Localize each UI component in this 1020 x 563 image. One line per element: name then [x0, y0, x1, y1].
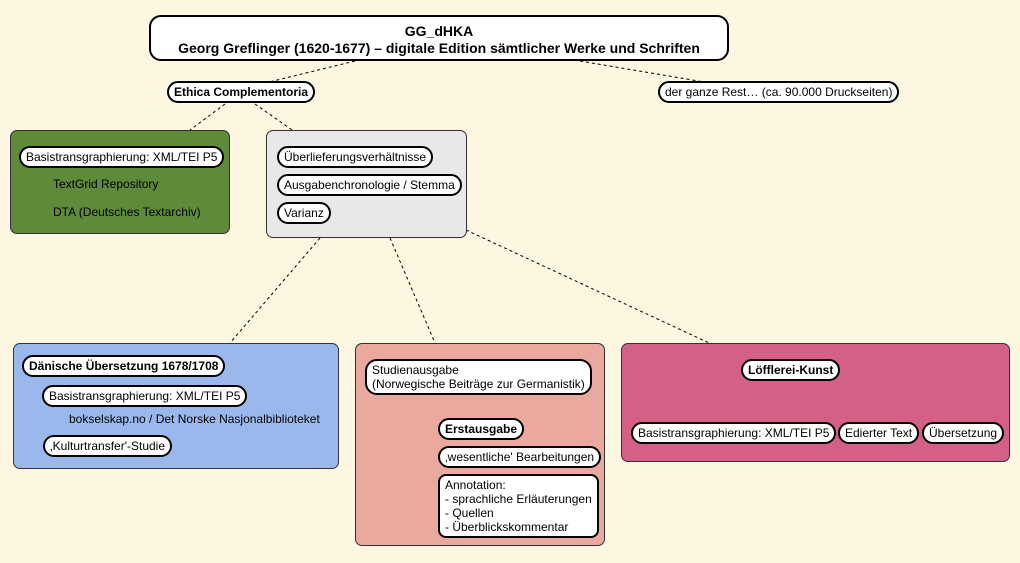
dta-label: DTA (Deutsches Textarchiv) — [53, 205, 201, 219]
daenische-uebersetzung-node: Dänische Übersetzung 1678/1708 — [22, 355, 226, 377]
edge-grey-blue — [229, 237, 321, 344]
edge-grey-pink — [465, 229, 736, 356]
green-basis-node: Basistransgraphierung: XML/TEI P5 — [19, 146, 225, 168]
edge-ethica-green — [189, 103, 226, 131]
uebersetzung-node: Übersetzung — [922, 422, 1005, 444]
bearbeitungen-node: ‚wesentliche' Bearbeitungen — [438, 446, 602, 468]
root-title-node: GG_dHKA Georg Greflinger (1620-1677) – d… — [149, 15, 729, 61]
ausgabenchronologie-node: Ausgabenchronologie / Stemma — [277, 174, 462, 196]
salmon-panel: Studienausgabe (Norwegische Beiträge zur… — [355, 343, 605, 546]
root-subtitle: Georg Greflinger (1620-1677) – digitale … — [178, 40, 700, 56]
root-title: GG_dHKA — [404, 23, 474, 39]
varianz-node: Varianz — [277, 202, 331, 224]
edge-grey-salmon — [389, 237, 436, 344]
edge-root-ethica — [264, 60, 356, 84]
green-panel: Basistransgraphierung: XML/TEI P5 TextGr… — [10, 130, 230, 234]
rest-node: der ganze Rest… (ca. 90.000 Druckseiten) — [658, 81, 900, 103]
annotation-node: Annotation: - sprachliche Erläuterungen … — [438, 474, 599, 538]
pink-panel: Löfflerei-Kunst Basistransgraphierung: X… — [621, 343, 1010, 462]
edierter-text-node: Edierter Text — [838, 422, 920, 444]
bokselskap-label: bokselskap.no / Det Norske Nasjonalbibli… — [69, 412, 320, 426]
grey-panel: Überlieferungsverhältnisse Ausgabenchron… — [266, 130, 467, 238]
blue-basis-node: Basistransgraphierung: XML/TEI P5 — [42, 385, 248, 407]
blue-panel: Dänische Übersetzung 1678/1708 Basistran… — [13, 343, 339, 469]
erstausgabe-node: Erstausgabe — [438, 418, 525, 440]
ueberlieferung-node: Überlieferungsverhältnisse — [277, 146, 434, 168]
kulturtransfer-node: ‚Kulturtransfer'-Studie — [43, 435, 173, 457]
studienausgabe-node: Studienausgabe (Norwegische Beiträge zur… — [365, 359, 592, 395]
edge-ethica-grey — [254, 103, 293, 131]
pink-basis-node: Basistransgraphierung: XML/TEI P5 — [631, 422, 837, 444]
textgrid-label: TextGrid Repository — [53, 177, 159, 191]
ethica-complementoria-node: Ethica Complementoria — [167, 81, 316, 103]
edge-root-rest — [579, 60, 711, 84]
loefflerei-kunst-node: Löfflerei-Kunst — [741, 359, 841, 381]
